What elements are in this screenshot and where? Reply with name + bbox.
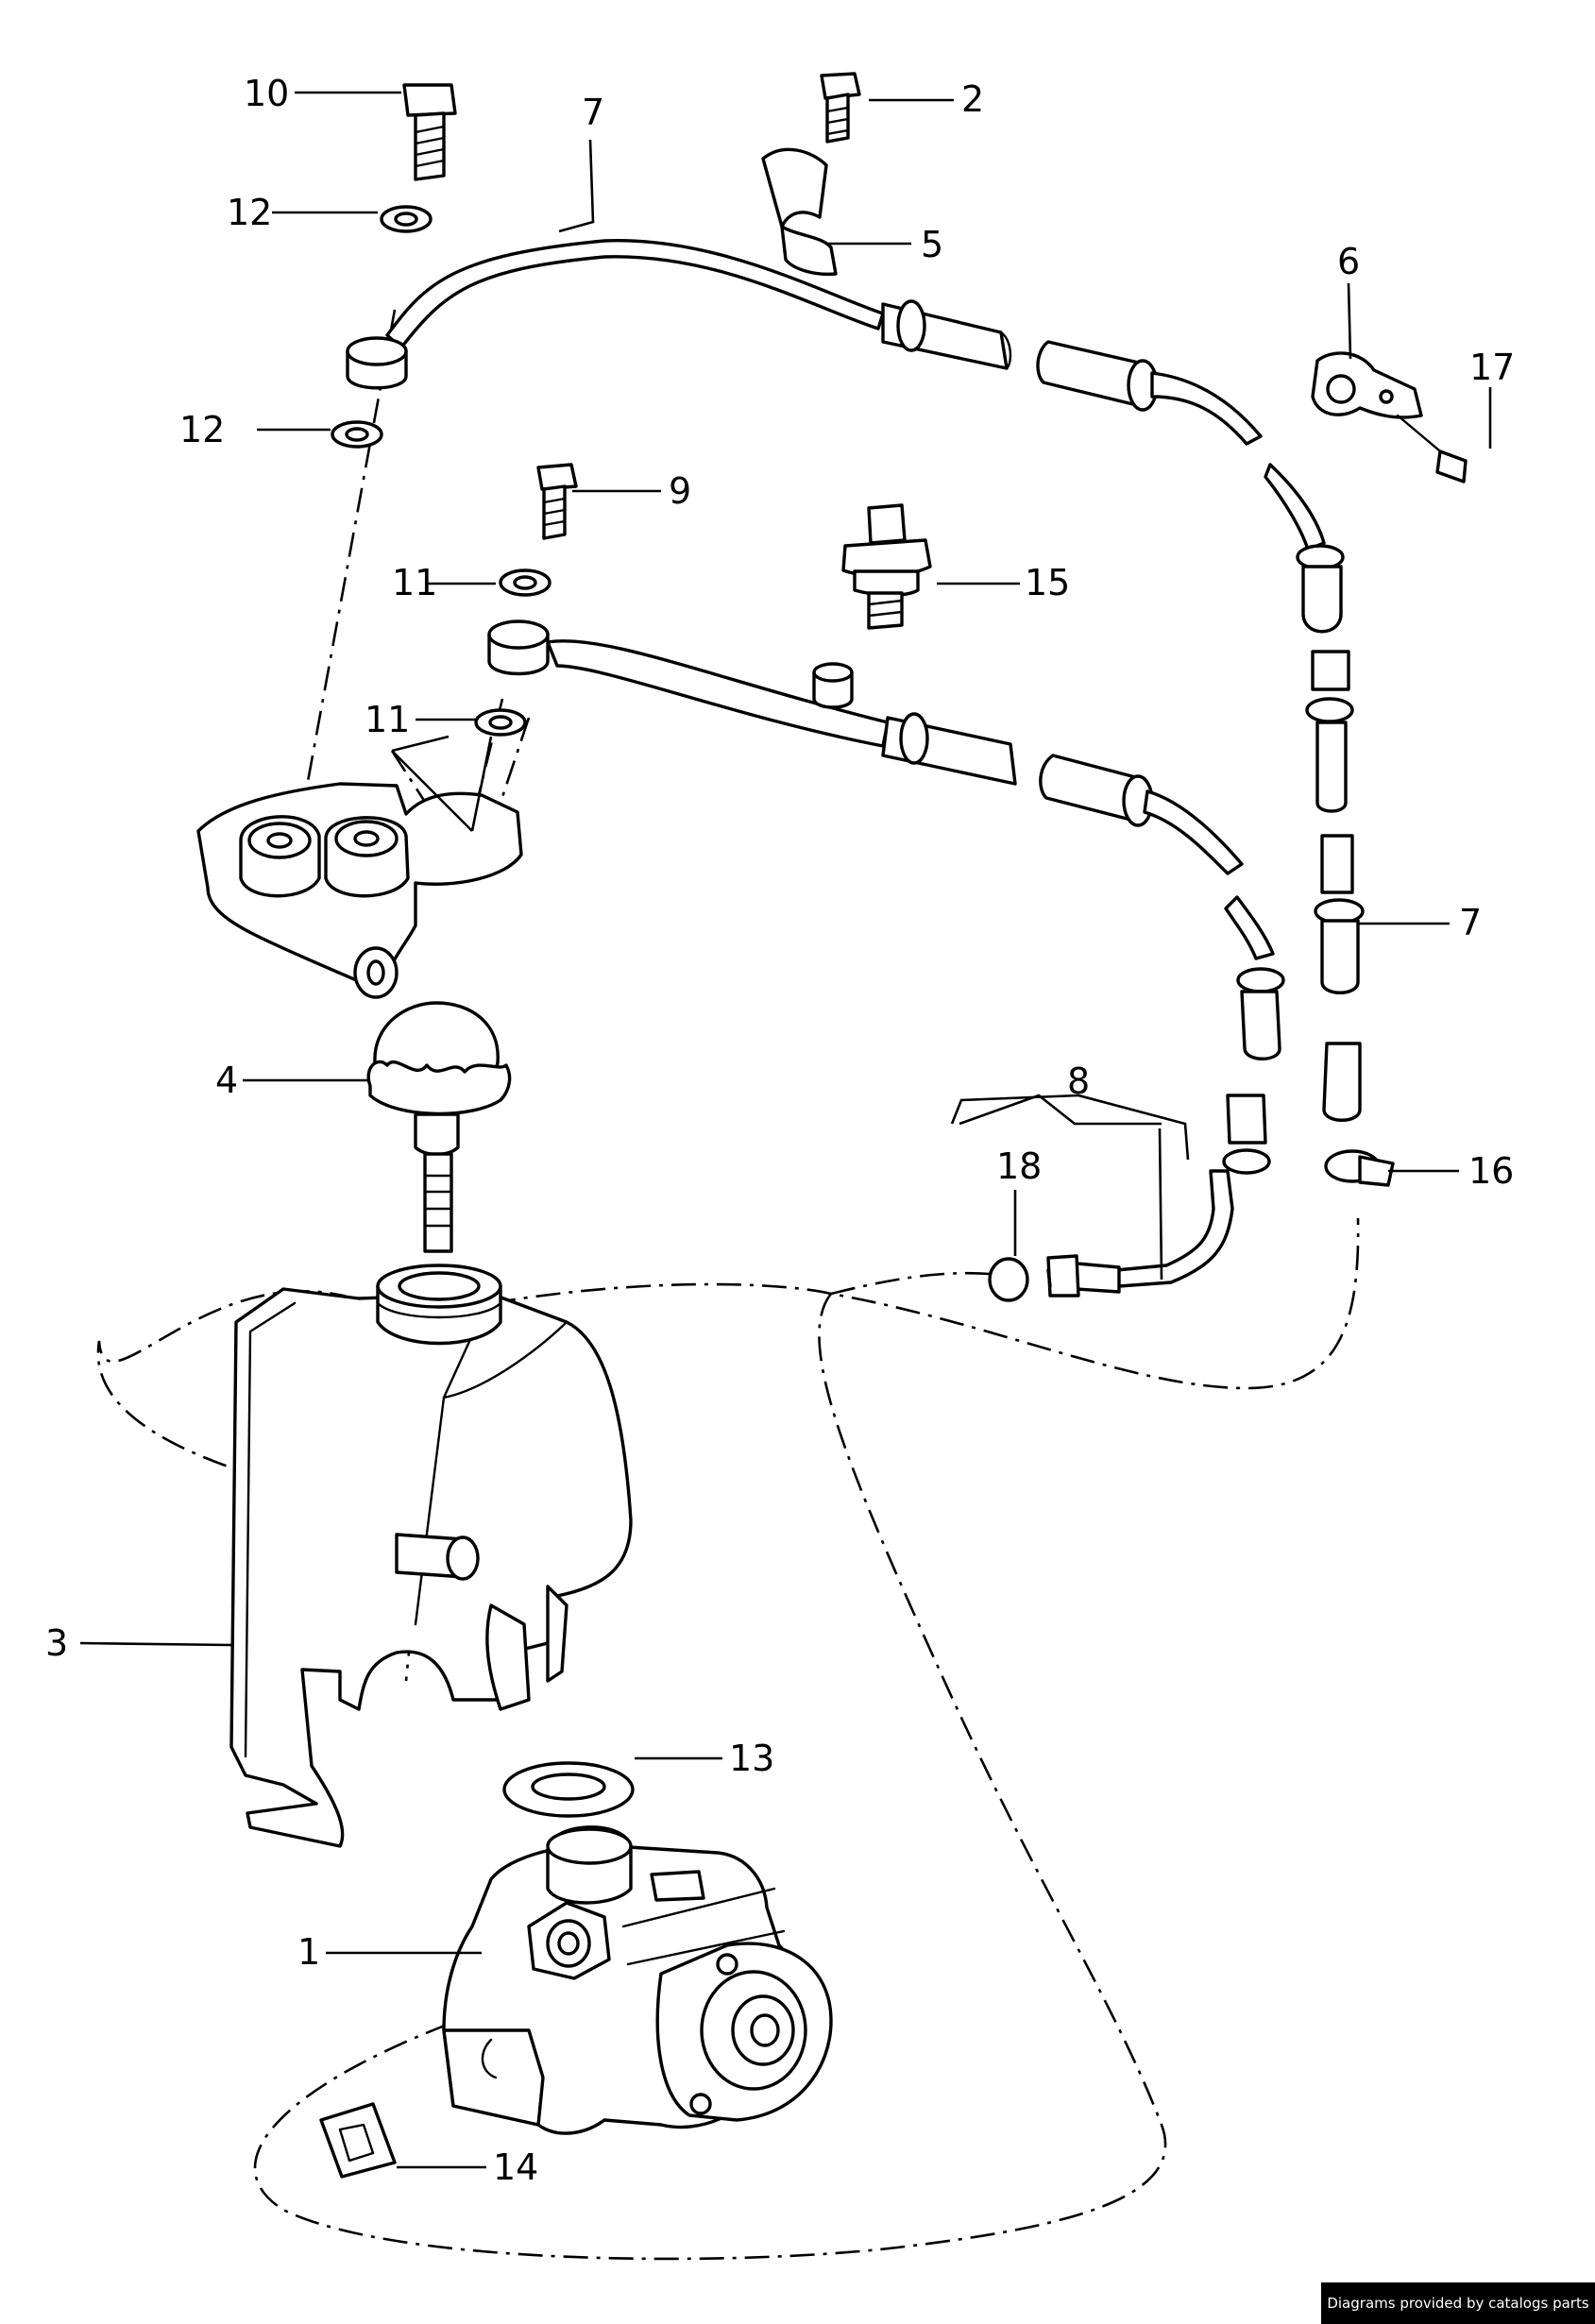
leader-lines [79, 91, 1492, 2169]
lower-hose-line [487, 619, 1285, 1298]
gasket-13 [502, 1761, 635, 1818]
callout-8: 8 [1067, 1060, 1090, 1102]
bolt-10 [402, 83, 457, 181]
callout-9: 9 [669, 470, 691, 512]
cap-4 [366, 1001, 512, 1253]
callout-labels: 10 2 7 12 5 6 17 12 9 15 11 11 7 4 8 18 … [45, 73, 1515, 2188]
callout-5: 5 [921, 224, 943, 265]
callout-16: 16 [1468, 1150, 1514, 1192]
power-steering-pump-1 [442, 1825, 833, 2135]
callout-1: 1 [297, 1931, 320, 1973]
steering-gear-housing [196, 782, 523, 999]
callout-7-right: 7 [1459, 902, 1482, 943]
bolt-9 [536, 463, 578, 540]
washer-11-bottom [474, 708, 527, 737]
bolt-17 [1396, 414, 1468, 483]
o-ring-18 [988, 1257, 1029, 1302]
bolt-2 [820, 72, 861, 144]
callout-4: 4 [215, 1060, 238, 1101]
washer-11-top [499, 568, 551, 597]
callout-3: 3 [45, 1622, 68, 1664]
callout-6: 6 [1337, 241, 1360, 282]
callout-11-bottom: 11 [365, 699, 410, 740]
callout-7-top: 7 [582, 92, 604, 133]
callout-12-bottom: 12 [179, 409, 225, 450]
hose-clamp-16 [1324, 1149, 1395, 1187]
washer-12-top [380, 205, 433, 233]
callout-17: 17 [1469, 347, 1515, 388]
pressure-switch-15 [841, 503, 932, 630]
callout-11-top: 11 [392, 562, 437, 603]
callout-13: 13 [729, 1738, 774, 1779]
credit-badge: Diagrams provided by catalogs parts [1321, 2282, 1595, 2324]
upper-hose-line [346, 239, 1365, 1122]
washer-12-bottom [331, 420, 383, 449]
clamp-6 [1311, 351, 1423, 419]
callout-12-top: 12 [227, 192, 272, 233]
callout-14: 14 [493, 2146, 538, 2188]
reservoir-3 [229, 1264, 633, 1848]
callout-2: 2 [961, 78, 984, 120]
clip-14 [319, 2102, 397, 2179]
callout-15: 15 [1025, 562, 1070, 603]
callout-18: 18 [996, 1145, 1042, 1187]
callout-10: 10 [244, 73, 289, 114]
clamp-5 [761, 147, 838, 277]
